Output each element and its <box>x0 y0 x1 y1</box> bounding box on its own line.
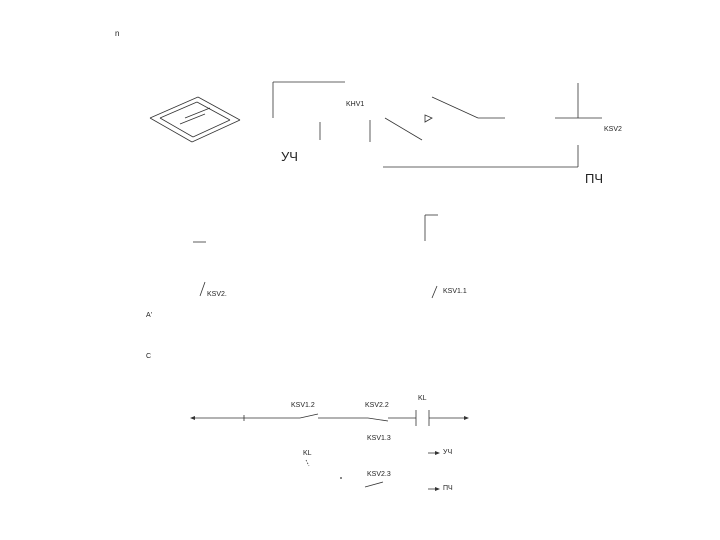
contact-tick-ksv11 <box>431 285 438 299</box>
switch-diagonal-1 <box>384 117 423 141</box>
contact-tick-ksv2 <box>199 281 206 297</box>
arrow-head-pch <box>435 487 440 491</box>
label-uch-top: УЧ <box>281 149 298 164</box>
label-ksv2-mid: KSV2. <box>207 291 227 298</box>
label-pch-bottom: ПЧ <box>443 485 453 492</box>
label-kl: KL <box>418 395 427 402</box>
arrow-head-right <box>464 416 469 420</box>
label-ksv13: KSV1.3 <box>367 435 391 442</box>
label-c-mark: C <box>146 353 152 360</box>
label-khv1: KHV1 <box>346 101 365 108</box>
label-ksv11: KSV1.1 <box>443 288 467 295</box>
arrow-marker <box>424 114 433 123</box>
contact-ksv22 <box>367 417 389 422</box>
contact-ksv23 <box>364 481 384 488</box>
label-uch-bottom: УЧ <box>443 449 453 456</box>
tilted-frame-inner <box>159 101 231 138</box>
label-ksv22: KSV2.2 <box>365 402 389 409</box>
label-pch-top: ПЧ <box>585 171 604 186</box>
label-ksv12: KSV1.2 <box>291 402 315 409</box>
contact-kl-bottom <box>305 459 310 467</box>
switch-diagonal-2 <box>431 96 479 119</box>
label-a-mark: A' <box>146 312 153 319</box>
contact-ksv12 <box>299 413 319 419</box>
arrow-head-left <box>190 416 195 420</box>
junction-dot <box>340 477 342 479</box>
tilted-frame-outer <box>149 96 241 143</box>
label-ksv23: KSV2.3 <box>367 471 391 478</box>
label-ksv2-top: KSV2 <box>604 126 622 133</box>
arrow-head-uch <box>435 451 440 455</box>
label-kl-bottom: KL <box>303 450 312 457</box>
corner-mark: n <box>115 29 120 38</box>
